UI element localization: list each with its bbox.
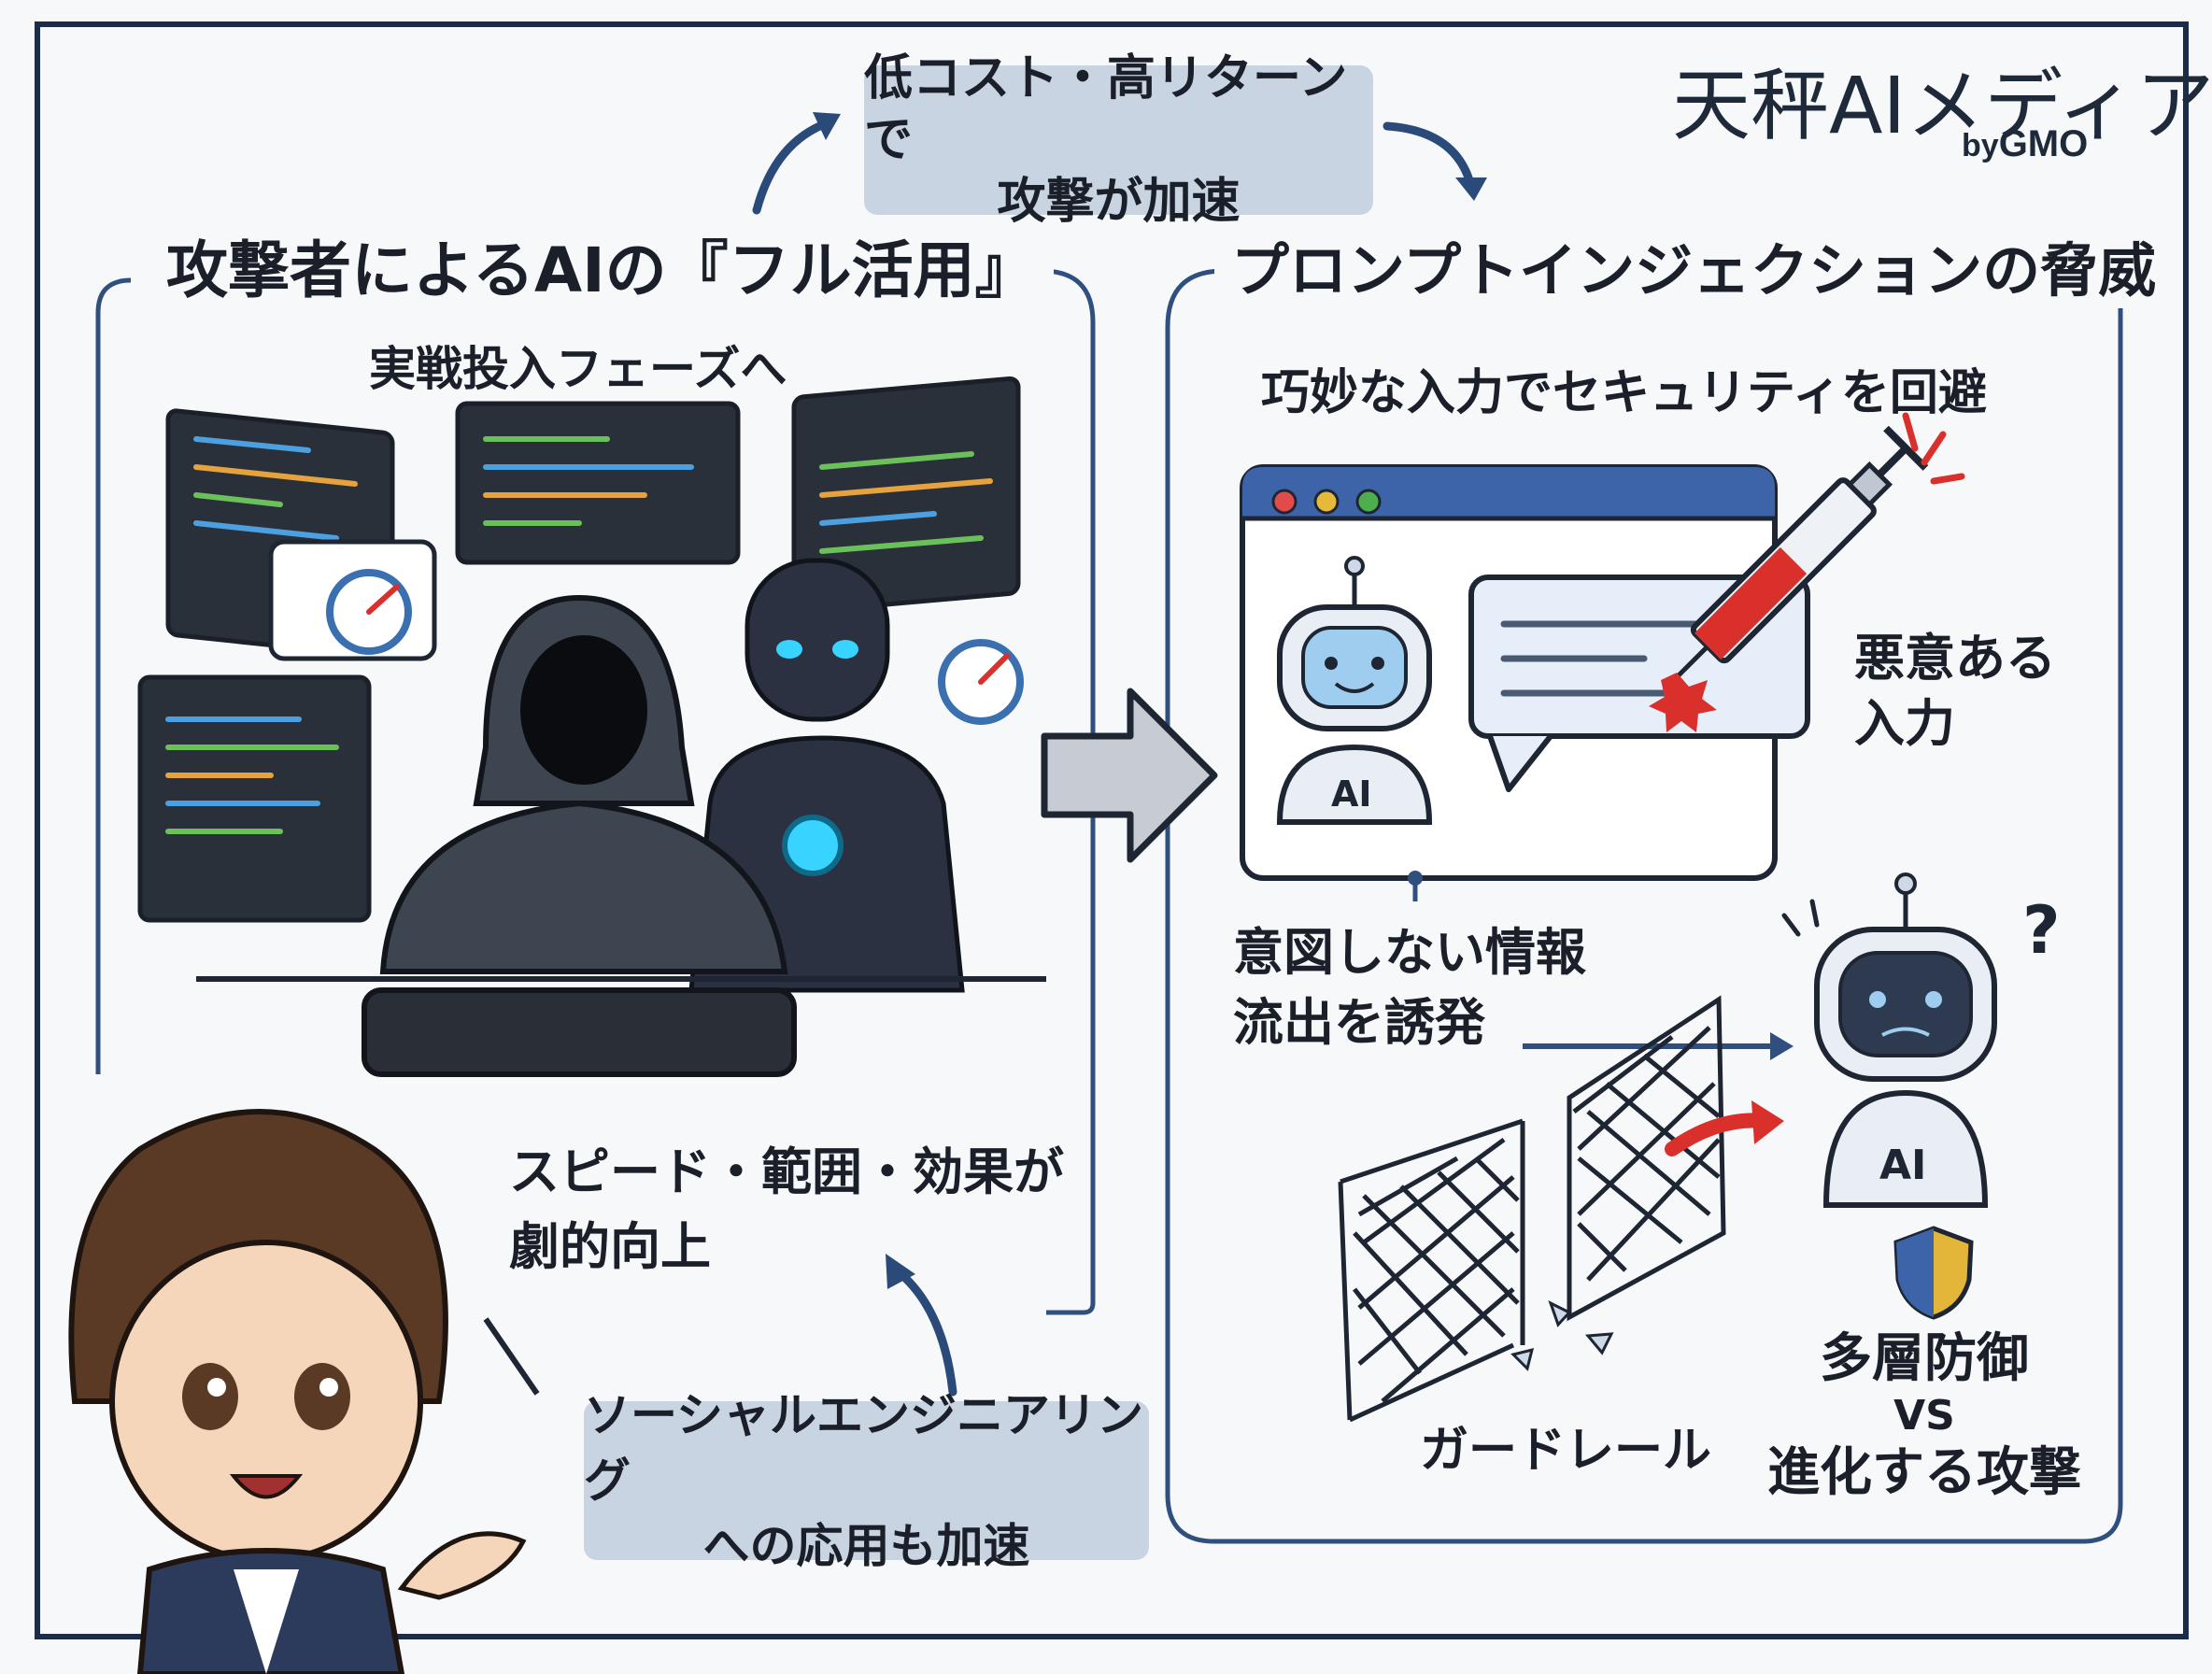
right-panel-subtitle: 巧妙な入力でセキュリティを回避 xyxy=(1261,365,1987,421)
hacker-icon xyxy=(362,594,797,1077)
left-caption-line2: 劇的向上 xyxy=(509,1217,711,1276)
leak-line2: 流出を誘発 xyxy=(1233,993,1485,1052)
character-avatar xyxy=(68,1109,527,1674)
left-panel-border-right xyxy=(1041,268,1096,1315)
speedometer-icon xyxy=(326,569,412,655)
worried-robot-icon xyxy=(1814,872,1997,1208)
guardrail-icon xyxy=(1338,995,1726,1423)
speedometer-bubble xyxy=(268,539,437,661)
brand-by-text: by xyxy=(1962,128,1999,163)
social-box-line2: への応用も加速 xyxy=(702,1519,1030,1573)
ai-robot-icon xyxy=(1276,556,1433,825)
guardrail-label: ガードレール xyxy=(1420,1423,1712,1479)
ai-label-2: AI xyxy=(1879,1142,1927,1189)
social-box-line1: ソーシャルエンジニアリング xyxy=(584,1388,1143,1508)
left-panel-subtitle: 実戦投入フェーズへ xyxy=(369,342,787,396)
left-panel-title: 攻撃者によるAIの『フル活用』 xyxy=(149,234,1054,308)
defense-line1: 多層防御 xyxy=(1820,1328,2029,1389)
breach-arrow xyxy=(1665,1113,1773,1156)
impact-splash xyxy=(1649,673,1717,732)
top-banner-line1: 低コスト・高リターンで xyxy=(864,50,1348,168)
defense-line3: 進化する攻撃 xyxy=(1767,1442,2081,1503)
malicious-input-line1: 悪意ある xyxy=(1854,629,2056,688)
top-banner-line2: 攻撃が加速 xyxy=(997,174,1241,230)
top-banner: 低コスト・高リターンで 攻撃が加速 xyxy=(864,50,1373,230)
outer-frame xyxy=(35,21,2189,1639)
social-engineering-box: ソーシャルエンジニアリング への応用も加速 xyxy=(584,1388,1149,1573)
ai-label: AI xyxy=(1331,773,1372,815)
brand-company: GMO xyxy=(1998,123,2089,164)
left-caption-line1: スピード・範囲・効果が xyxy=(509,1142,1064,1201)
curved-arrow-up xyxy=(752,117,836,215)
defense-block: 多層防御 VS 進化する攻撃 xyxy=(1747,1326,2102,1506)
code-lines xyxy=(165,436,993,834)
defense-line2: VS xyxy=(1893,1392,1955,1440)
brand-name: 天秤AIメディア xyxy=(1672,60,2212,151)
left-panel-border-left xyxy=(95,277,132,1074)
malicious-input-line2: 入力 xyxy=(1854,694,1955,753)
brand-logo: 天秤AIメディア xyxy=(1672,43,2212,156)
syringe-icon xyxy=(1672,425,1929,682)
debris xyxy=(1510,1300,1614,1371)
leak-line1: 意図しない情報 xyxy=(1233,923,1586,982)
right-panel-title: プロンプトインジェクションの脅威 xyxy=(1214,234,2174,308)
curved-arrow-down xyxy=(1382,121,1476,192)
center-arrow-icon xyxy=(1041,688,1218,863)
alert-marks xyxy=(1902,412,1965,485)
brand-by: byGMO xyxy=(1962,123,2088,165)
speech-bubble-tail xyxy=(483,1317,540,1396)
keyboard-icon xyxy=(362,987,797,1077)
question-mark-icon: ? xyxy=(2022,892,2061,969)
